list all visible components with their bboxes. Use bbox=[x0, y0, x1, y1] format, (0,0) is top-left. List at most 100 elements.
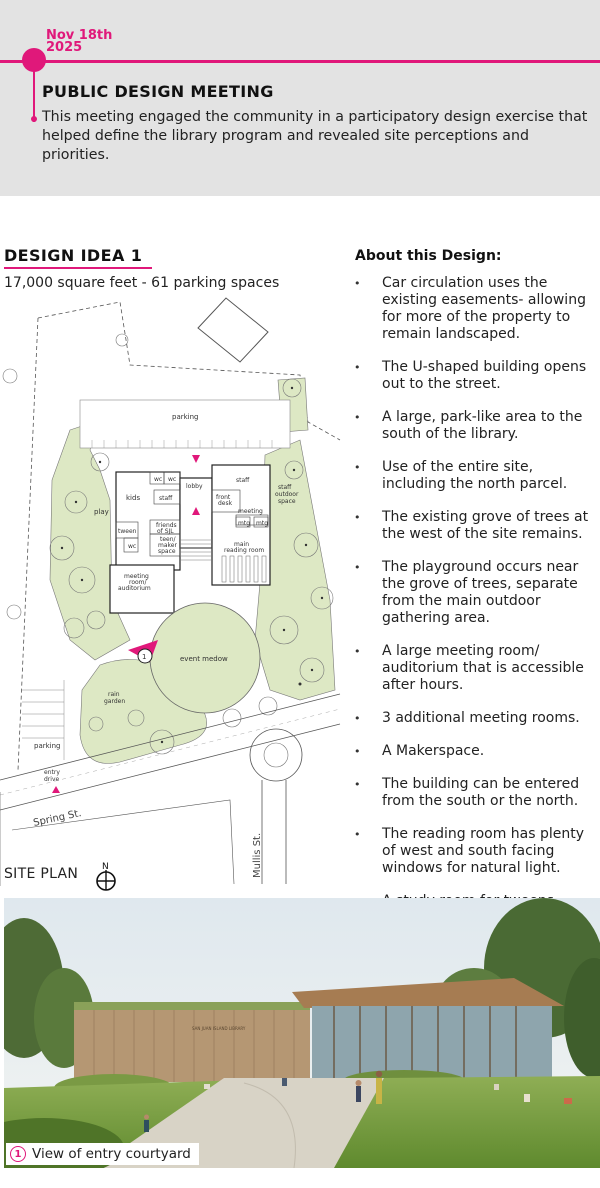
about-item: The existing grove of trees at the west … bbox=[352, 509, 600, 543]
stairs bbox=[180, 539, 212, 561]
roundabout-island bbox=[263, 742, 289, 768]
overhanging-roof bbox=[292, 978, 564, 1008]
roundabout bbox=[249, 728, 303, 782]
window-mullions bbox=[333, 1006, 517, 1078]
north-arrow-icon: N bbox=[96, 862, 116, 891]
green-roof bbox=[74, 1002, 310, 1010]
parking-stripes bbox=[91, 440, 273, 448]
east-landscape bbox=[254, 439, 336, 701]
label-staff-outdoor: space bbox=[278, 498, 296, 505]
label-rain-garden: rain bbox=[108, 691, 120, 698]
trees bbox=[2, 333, 334, 755]
label-friends: of SJL bbox=[157, 528, 174, 535]
label-wc: wc bbox=[154, 476, 162, 483]
about-item: 3 additional meeting rooms. bbox=[352, 710, 600, 727]
label-tween: tween bbox=[118, 528, 137, 535]
people bbox=[144, 1070, 572, 1132]
north-entry-marker bbox=[192, 455, 200, 463]
south-entry-marker bbox=[192, 507, 200, 515]
property-line bbox=[37, 301, 341, 441]
site-plan-drawing: parking wc wc kids staff lobby staff sta… bbox=[0, 297, 341, 886]
about-item: The playground occurs near the grove of … bbox=[352, 559, 600, 627]
parking-lot-north bbox=[79, 399, 291, 449]
about-item: The reading room has plenty of west and … bbox=[352, 826, 600, 877]
label-meeting: meeting bbox=[238, 508, 263, 515]
wood-clad-wing bbox=[74, 1008, 310, 1082]
label-play: play bbox=[94, 508, 109, 516]
about-item: A large meeting room/ auditorium that is… bbox=[352, 643, 600, 694]
rendering-caption: 1 View of entry courtyard bbox=[6, 1143, 199, 1165]
timeline-line bbox=[0, 60, 600, 63]
wood-siding bbox=[93, 1010, 295, 1082]
about-item: Use of the entire site, including the no… bbox=[352, 459, 600, 493]
building-sign: SAN JUAN ISLAND LIBRARY bbox=[192, 1026, 246, 1031]
label-front-desk: front bbox=[216, 494, 231, 501]
timeline-stem bbox=[33, 70, 35, 122]
label-mtg: mtg bbox=[256, 520, 268, 527]
parking-lot-west bbox=[22, 680, 65, 760]
entry-drive-marker bbox=[52, 786, 60, 793]
design-title-underline bbox=[4, 267, 152, 269]
label-wc: wc bbox=[128, 543, 136, 550]
meeting-description: This meeting engaged the community in a … bbox=[42, 109, 588, 163]
interior-walls bbox=[115, 471, 269, 557]
label-lobby: lobby bbox=[186, 483, 203, 490]
spring-st-center bbox=[0, 708, 341, 796]
parking-label: parking bbox=[172, 413, 199, 421]
paving-joint bbox=[243, 1082, 296, 1168]
label-meeting-room: meeting bbox=[124, 573, 149, 580]
label-teen: space bbox=[158, 548, 176, 555]
label-main-reading: main bbox=[234, 541, 249, 548]
meeting-title: PUBLIC DESIGN MEETING bbox=[42, 82, 274, 101]
caption-number: 1 bbox=[10, 1146, 26, 1162]
property-line bbox=[17, 317, 39, 771]
tree-trunks bbox=[60, 386, 324, 744]
label-spring-st: Spring St. bbox=[32, 808, 82, 829]
view-marker-number: 1 bbox=[142, 653, 146, 661]
label-wc: wc bbox=[168, 476, 176, 483]
label-meeting-room: auditorium bbox=[118, 585, 151, 592]
entry-courtyard-rendering: SAN JUAN ISLAND LIBRARY bbox=[4, 898, 600, 1168]
about-item: Car circulation uses the existing easeme… bbox=[352, 275, 600, 343]
design-subtitle: 17,000 square feet - 61 parking spaces bbox=[4, 275, 280, 291]
lot-line bbox=[11, 799, 235, 885]
label-friends: friends bbox=[156, 522, 177, 529]
label-teen: maker bbox=[158, 542, 177, 549]
label-kids: kids bbox=[126, 494, 140, 502]
label-mullis-st: Mullis St. bbox=[252, 833, 263, 878]
caption-text: View of entry courtyard bbox=[32, 1146, 191, 1162]
spring-st-edge bbox=[0, 723, 341, 811]
label-rain-garden: garden bbox=[104, 698, 125, 705]
label-staff-outdoor: staff bbox=[278, 484, 292, 491]
label-main-reading: reading room bbox=[224, 547, 264, 554]
label-front-desk: desk bbox=[218, 500, 233, 507]
about-item: A Makerspace. bbox=[352, 743, 600, 760]
label-parking-west: parking bbox=[34, 742, 61, 750]
glass-reading-room bbox=[312, 1006, 552, 1078]
neighbor-building bbox=[197, 297, 269, 363]
label-entry-drive: entry bbox=[44, 769, 60, 776]
timeline-dot bbox=[22, 48, 46, 72]
site-plan-label: SITE PLAN bbox=[4, 866, 79, 882]
about-list: Car circulation uses the existing easeme… bbox=[352, 275, 600, 926]
label-mtg: mtg bbox=[238, 520, 250, 527]
reading-room-furniture bbox=[221, 555, 267, 583]
north-letter: N bbox=[102, 862, 109, 872]
view-marker-circle bbox=[137, 648, 153, 664]
about-title: About this Design: bbox=[355, 248, 502, 264]
design-title: DESIGN IDEA 1 bbox=[4, 246, 143, 265]
label-entry-drive: drive bbox=[44, 776, 59, 783]
label-staff: staff bbox=[236, 477, 250, 484]
label-teen: teen/ bbox=[160, 536, 177, 543]
about-item: The U-shaped building opens out to the s… bbox=[352, 359, 600, 393]
bullet-dot bbox=[31, 116, 37, 122]
label-event-medow: event medow bbox=[180, 655, 228, 663]
label-staff: staff bbox=[159, 495, 173, 502]
label-meeting-room: room/ bbox=[129, 579, 148, 586]
label-staff-outdoor: outdoor bbox=[275, 491, 299, 498]
about-item: The building can be entered from the sou… bbox=[352, 776, 600, 810]
about-item: A large, park-like area to the south of … bbox=[352, 409, 600, 443]
spring-st-edge bbox=[0, 693, 341, 781]
